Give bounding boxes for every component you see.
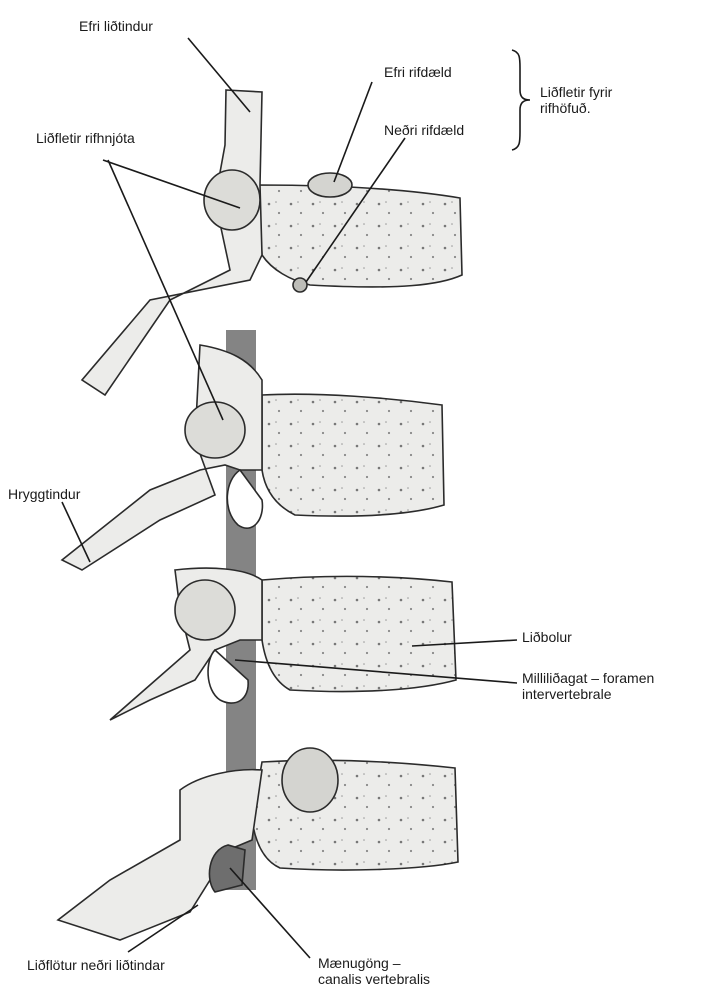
label-lidbolur: Liðbolur <box>522 629 572 645</box>
vertebra-4 <box>58 748 458 940</box>
label-nedri-rifdaeld: Neðri rifdæld <box>384 122 464 138</box>
label-efri-lidtindur: Efri liðtindur <box>79 18 153 34</box>
label-lidfletir-fyrir-rifhofud: Liðfletir fyrir rifhöfuð. <box>540 84 612 116</box>
leader-maenugong <box>230 868 310 958</box>
label-efri-rifdaeld: Efri rifdæld <box>384 64 452 80</box>
label-millilidagat: Milliliðagat – foramen intervertebrale <box>522 670 654 702</box>
label-maenugong: Mænugöng – canalis vertebralis <box>318 955 430 987</box>
label-lidfletir-rifhnjota: Liðfletir rifhnjóta <box>36 130 135 146</box>
label-hryggtindur: Hryggtindur <box>8 486 80 502</box>
leader-efri-lidtindur <box>188 38 250 112</box>
vertebra-3 <box>110 568 456 720</box>
label-lidflotur-nedri-lidtindar: Liðflötur neðri liðtindar <box>27 957 165 973</box>
leader-efri-rifdaeld <box>334 82 372 182</box>
bracket <box>512 50 530 150</box>
